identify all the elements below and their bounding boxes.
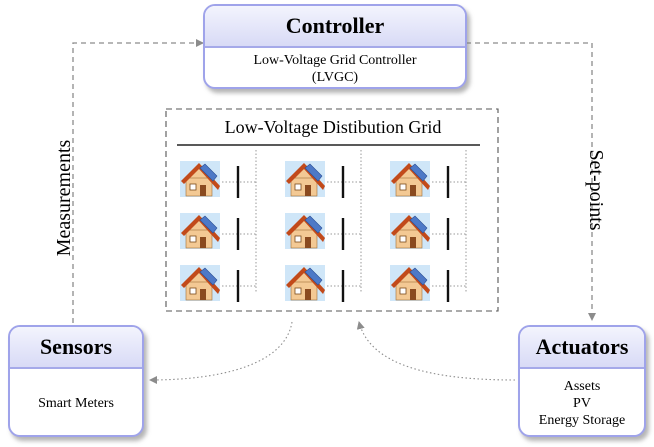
house-solar-icon — [180, 213, 220, 249]
measurements-label: Measurements — [53, 139, 75, 257]
house-cell — [285, 213, 361, 250]
house-grid — [180, 150, 467, 302]
set-points-label: Set-points — [585, 149, 607, 231]
controller-title: Controller — [205, 6, 465, 48]
house-cell — [390, 161, 466, 198]
house-solar-icon — [285, 265, 325, 301]
house-solar-icon — [390, 161, 430, 197]
house-cell — [390, 213, 466, 250]
measurements-arrow — [72, 39, 204, 323]
grid-boundary — [165, 108, 499, 312]
controller-line-1: Low-Voltage Grid Controller — [253, 52, 417, 68]
house-solar-icon — [285, 213, 325, 249]
actuators-box[interactable]: Actuators Assets PV Energy Storage — [518, 325, 646, 437]
actuators-line-2: PV — [573, 395, 591, 411]
house-cell — [285, 161, 361, 198]
house-cell — [180, 213, 256, 250]
actuators-line-1: Assets — [563, 378, 601, 394]
grid-title: Low-Voltage Distibution Grid — [224, 117, 442, 137]
house-cell — [180, 161, 256, 198]
sensors-box[interactable]: Sensors Smart Meters — [8, 325, 144, 437]
controller-line-2: (LVGC) — [311, 69, 359, 85]
controller-description: Low-Voltage Grid Controller (LVGC) — [205, 48, 465, 87]
house-cell — [390, 265, 466, 302]
house-cell — [180, 265, 256, 302]
house-solar-icon — [390, 265, 430, 301]
set-points-arrow — [466, 42, 596, 321]
grid-to-sensors-arrow — [149, 321, 293, 384]
actuators-line-3: Energy Storage — [538, 412, 626, 428]
sensors-description: Smart Meters — [10, 369, 142, 435]
house-solar-icon — [285, 161, 325, 197]
house-cell — [285, 265, 361, 302]
house-solar-icon — [390, 213, 430, 249]
house-solar-icon — [180, 265, 220, 301]
controller-box[interactable]: Controller Low-Voltage Grid Controller (… — [203, 4, 467, 89]
sensors-title: Sensors — [10, 327, 142, 369]
sensors-line-1: Smart Meters — [38, 395, 114, 411]
actuators-to-grid-arrow — [356, 321, 516, 381]
actuators-title: Actuators — [520, 327, 644, 369]
house-solar-icon — [180, 161, 220, 197]
actuators-description: Assets PV Energy Storage — [520, 369, 644, 435]
